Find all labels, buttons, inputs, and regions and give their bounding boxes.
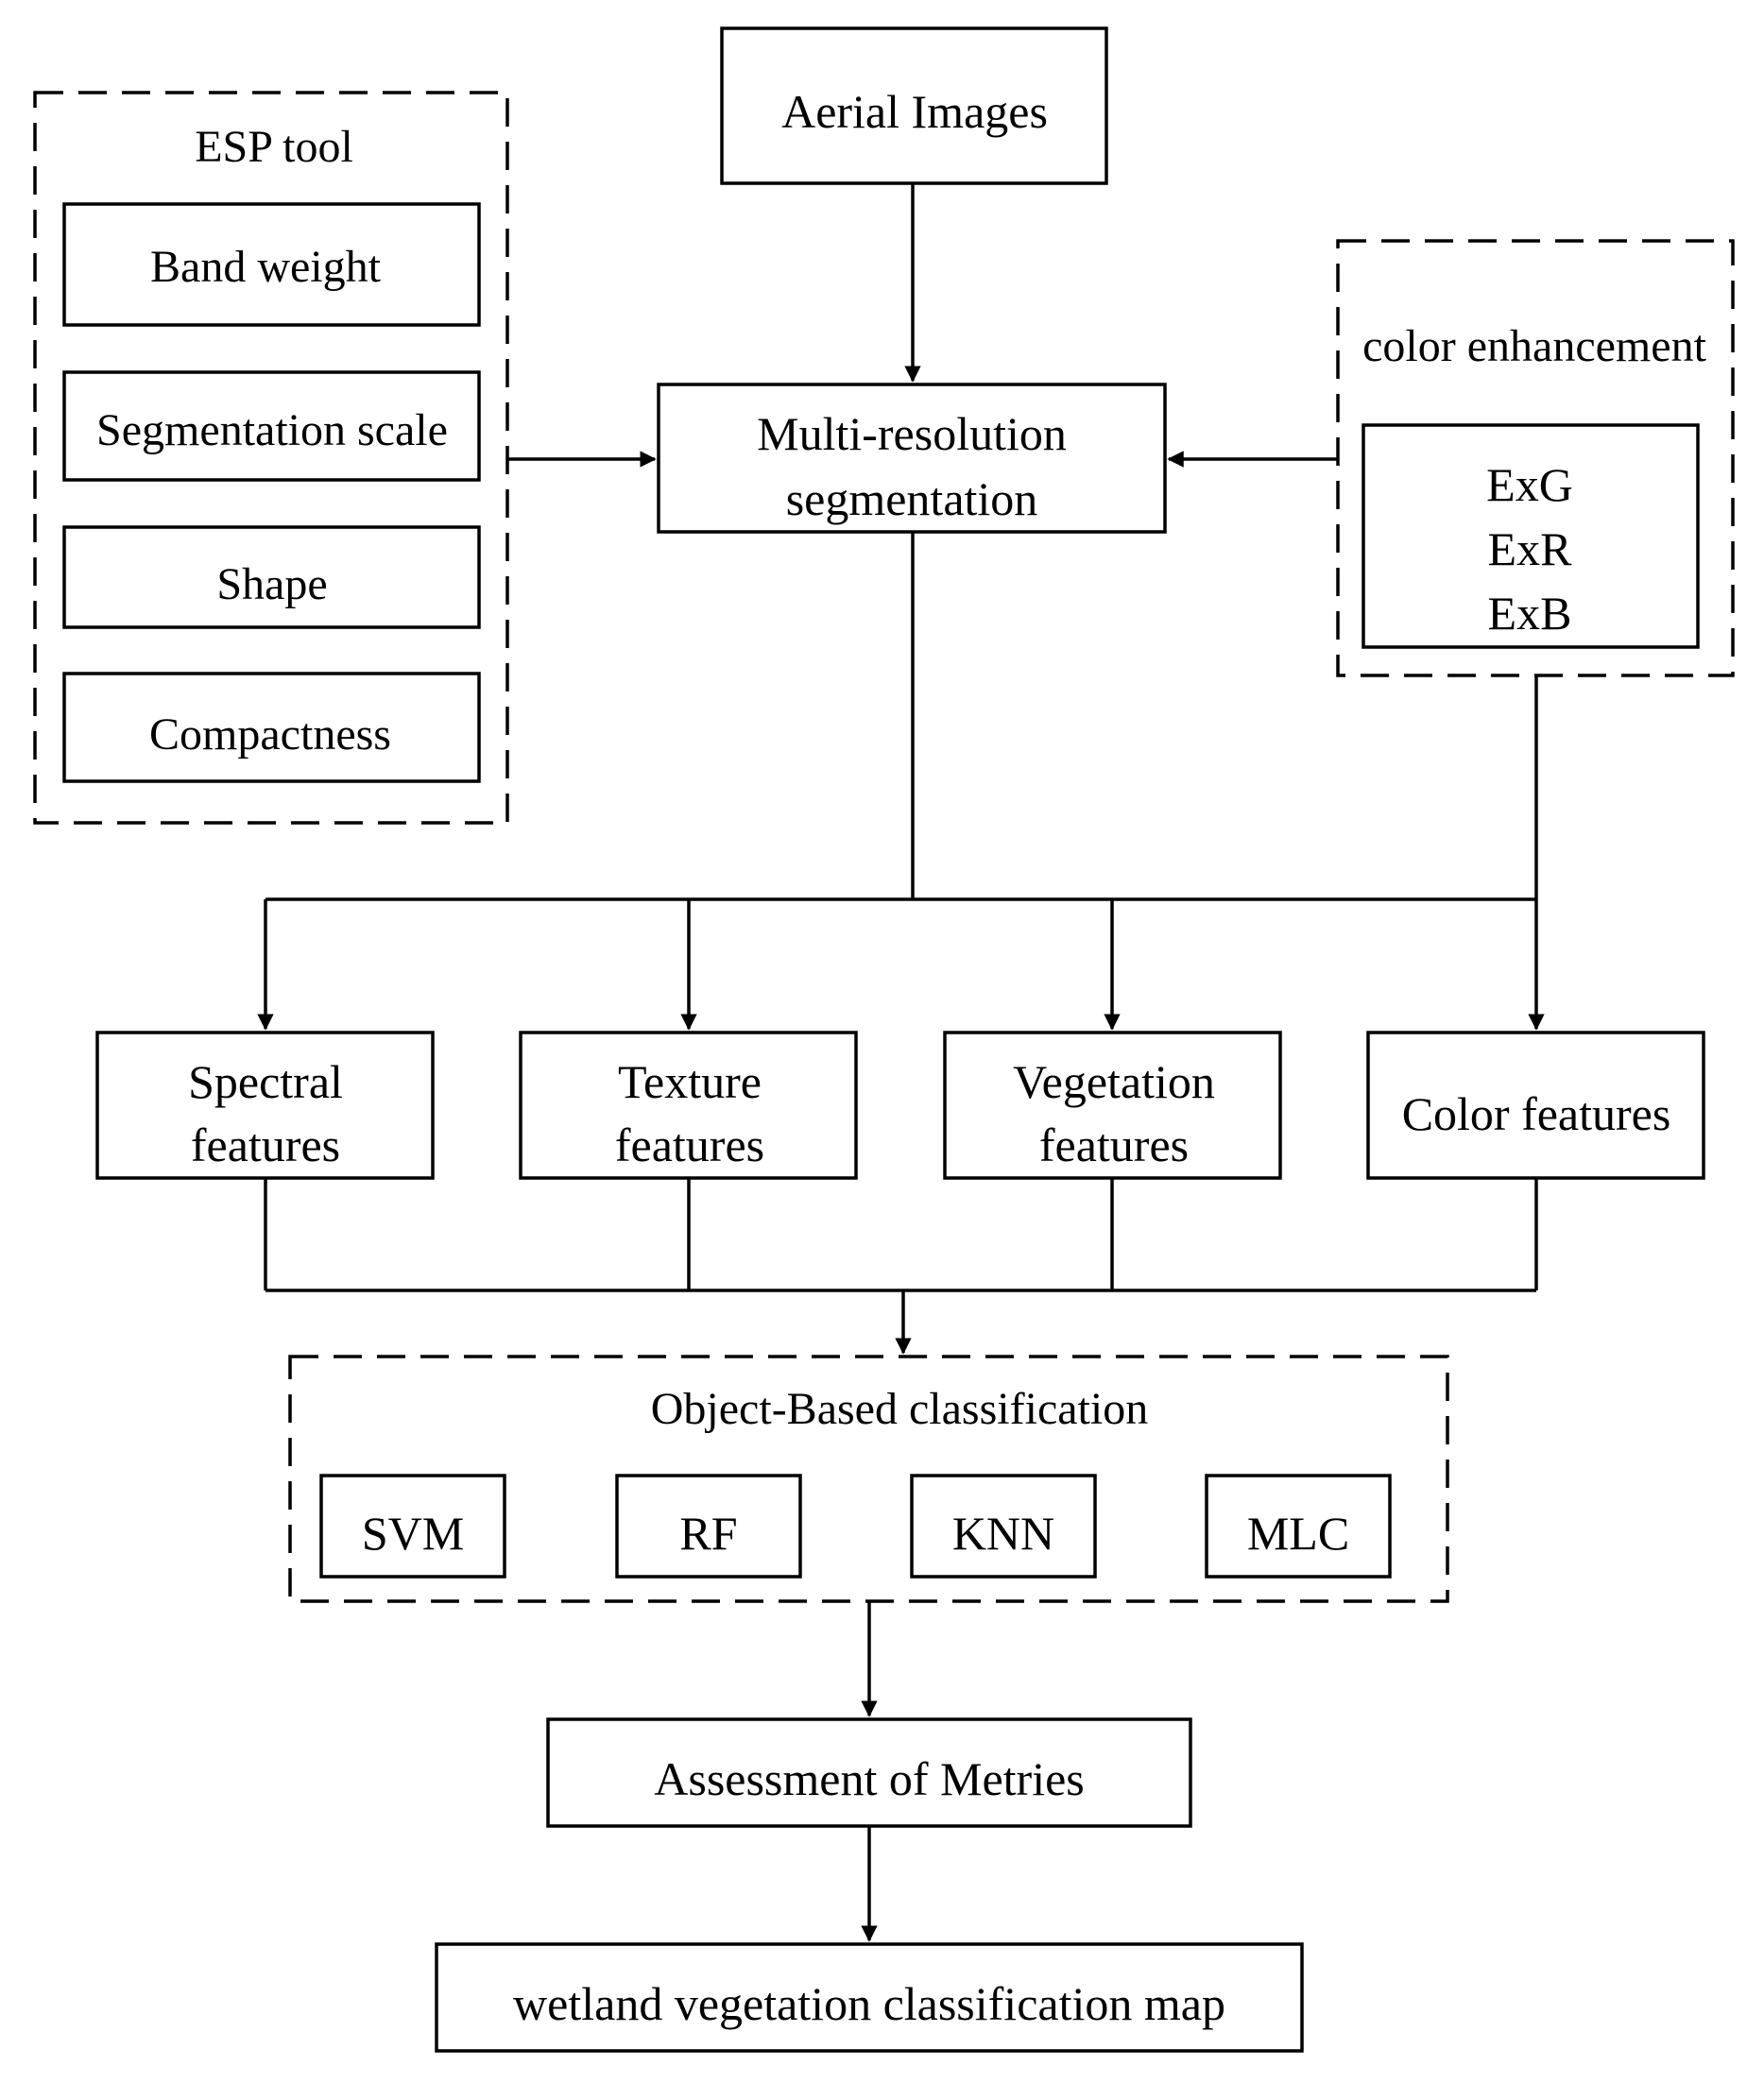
- aerial-images-node: Aerial Images: [720, 26, 1108, 185]
- classification-title: Object-Based classification: [651, 1384, 1148, 1434]
- compactness-label: Compactness: [149, 709, 391, 760]
- segmentation-scale-node: Segmentation scale: [62, 370, 481, 482]
- color-enhancement-title: color enhancement: [1362, 321, 1706, 371]
- segmentation-label-line2: segmentation: [786, 472, 1038, 525]
- esp-tool-title: ESP tool: [195, 122, 353, 172]
- knn-label: KNN: [952, 1507, 1054, 1560]
- mlc-node: MLC: [1205, 1474, 1392, 1579]
- texture-features-line2: features: [615, 1118, 764, 1171]
- segmentation-scale-label: Segmentation scale: [96, 405, 448, 455]
- shape-label: Shape: [216, 559, 327, 609]
- color-features-node: Color features: [1366, 1031, 1705, 1180]
- color-enhancement-group: color enhancement ExG ExR ExB: [1336, 239, 1735, 677]
- mlc-label: MLC: [1247, 1507, 1349, 1560]
- vegetation-features-line1: Vegetation: [1013, 1055, 1215, 1108]
- classification-group: Object-Based classification SVM RF KNN M…: [288, 1355, 1449, 1603]
- exg-label: ExG: [1486, 458, 1573, 511]
- aerial-images-label: Aerial Images: [781, 85, 1048, 138]
- assessment-node: Assessment of Metries: [546, 1717, 1192, 1828]
- exr-label: ExR: [1488, 522, 1573, 575]
- texture-features-node: Texture features: [519, 1031, 858, 1180]
- rf-label: RF: [679, 1507, 737, 1560]
- vegetation-features-node: Vegetation features: [943, 1031, 1282, 1180]
- output-map-node: wetland vegetation classification map: [435, 1942, 1304, 2053]
- output-map-label: wetland vegetation classification map: [513, 1977, 1225, 2030]
- shape-node: Shape: [62, 525, 481, 629]
- color-features-label: Color features: [1402, 1087, 1671, 1140]
- band-weight-label: Band weight: [150, 242, 382, 292]
- segmentation-node: Multi-resolution segmentation: [657, 383, 1167, 534]
- connectors: [257, 183, 1545, 1942]
- knn-node: KNN: [910, 1474, 1097, 1579]
- svm-label: SVM: [362, 1507, 464, 1560]
- texture-features-line1: Texture: [618, 1055, 762, 1108]
- rf-node: RF: [615, 1474, 802, 1579]
- color-indices-node: ExG ExR ExB: [1362, 423, 1700, 649]
- compactness-node: Compactness: [62, 672, 481, 783]
- assessment-label: Assessment of Metries: [654, 1752, 1085, 1805]
- vegetation-features-line2: features: [1039, 1118, 1189, 1171]
- spectral-features-node: Spectral features: [95, 1031, 435, 1180]
- esp-tool-group: ESP tool Band weight Segmentation scale …: [33, 91, 509, 825]
- exb-label: ExB: [1488, 587, 1572, 640]
- segmentation-label-line1: Multi-resolution: [757, 407, 1067, 460]
- band-weight-node: Band weight: [62, 202, 481, 327]
- spectral-features-line1: Spectral: [188, 1055, 343, 1108]
- svm-node: SVM: [319, 1474, 506, 1579]
- spectral-features-line2: features: [191, 1118, 340, 1171]
